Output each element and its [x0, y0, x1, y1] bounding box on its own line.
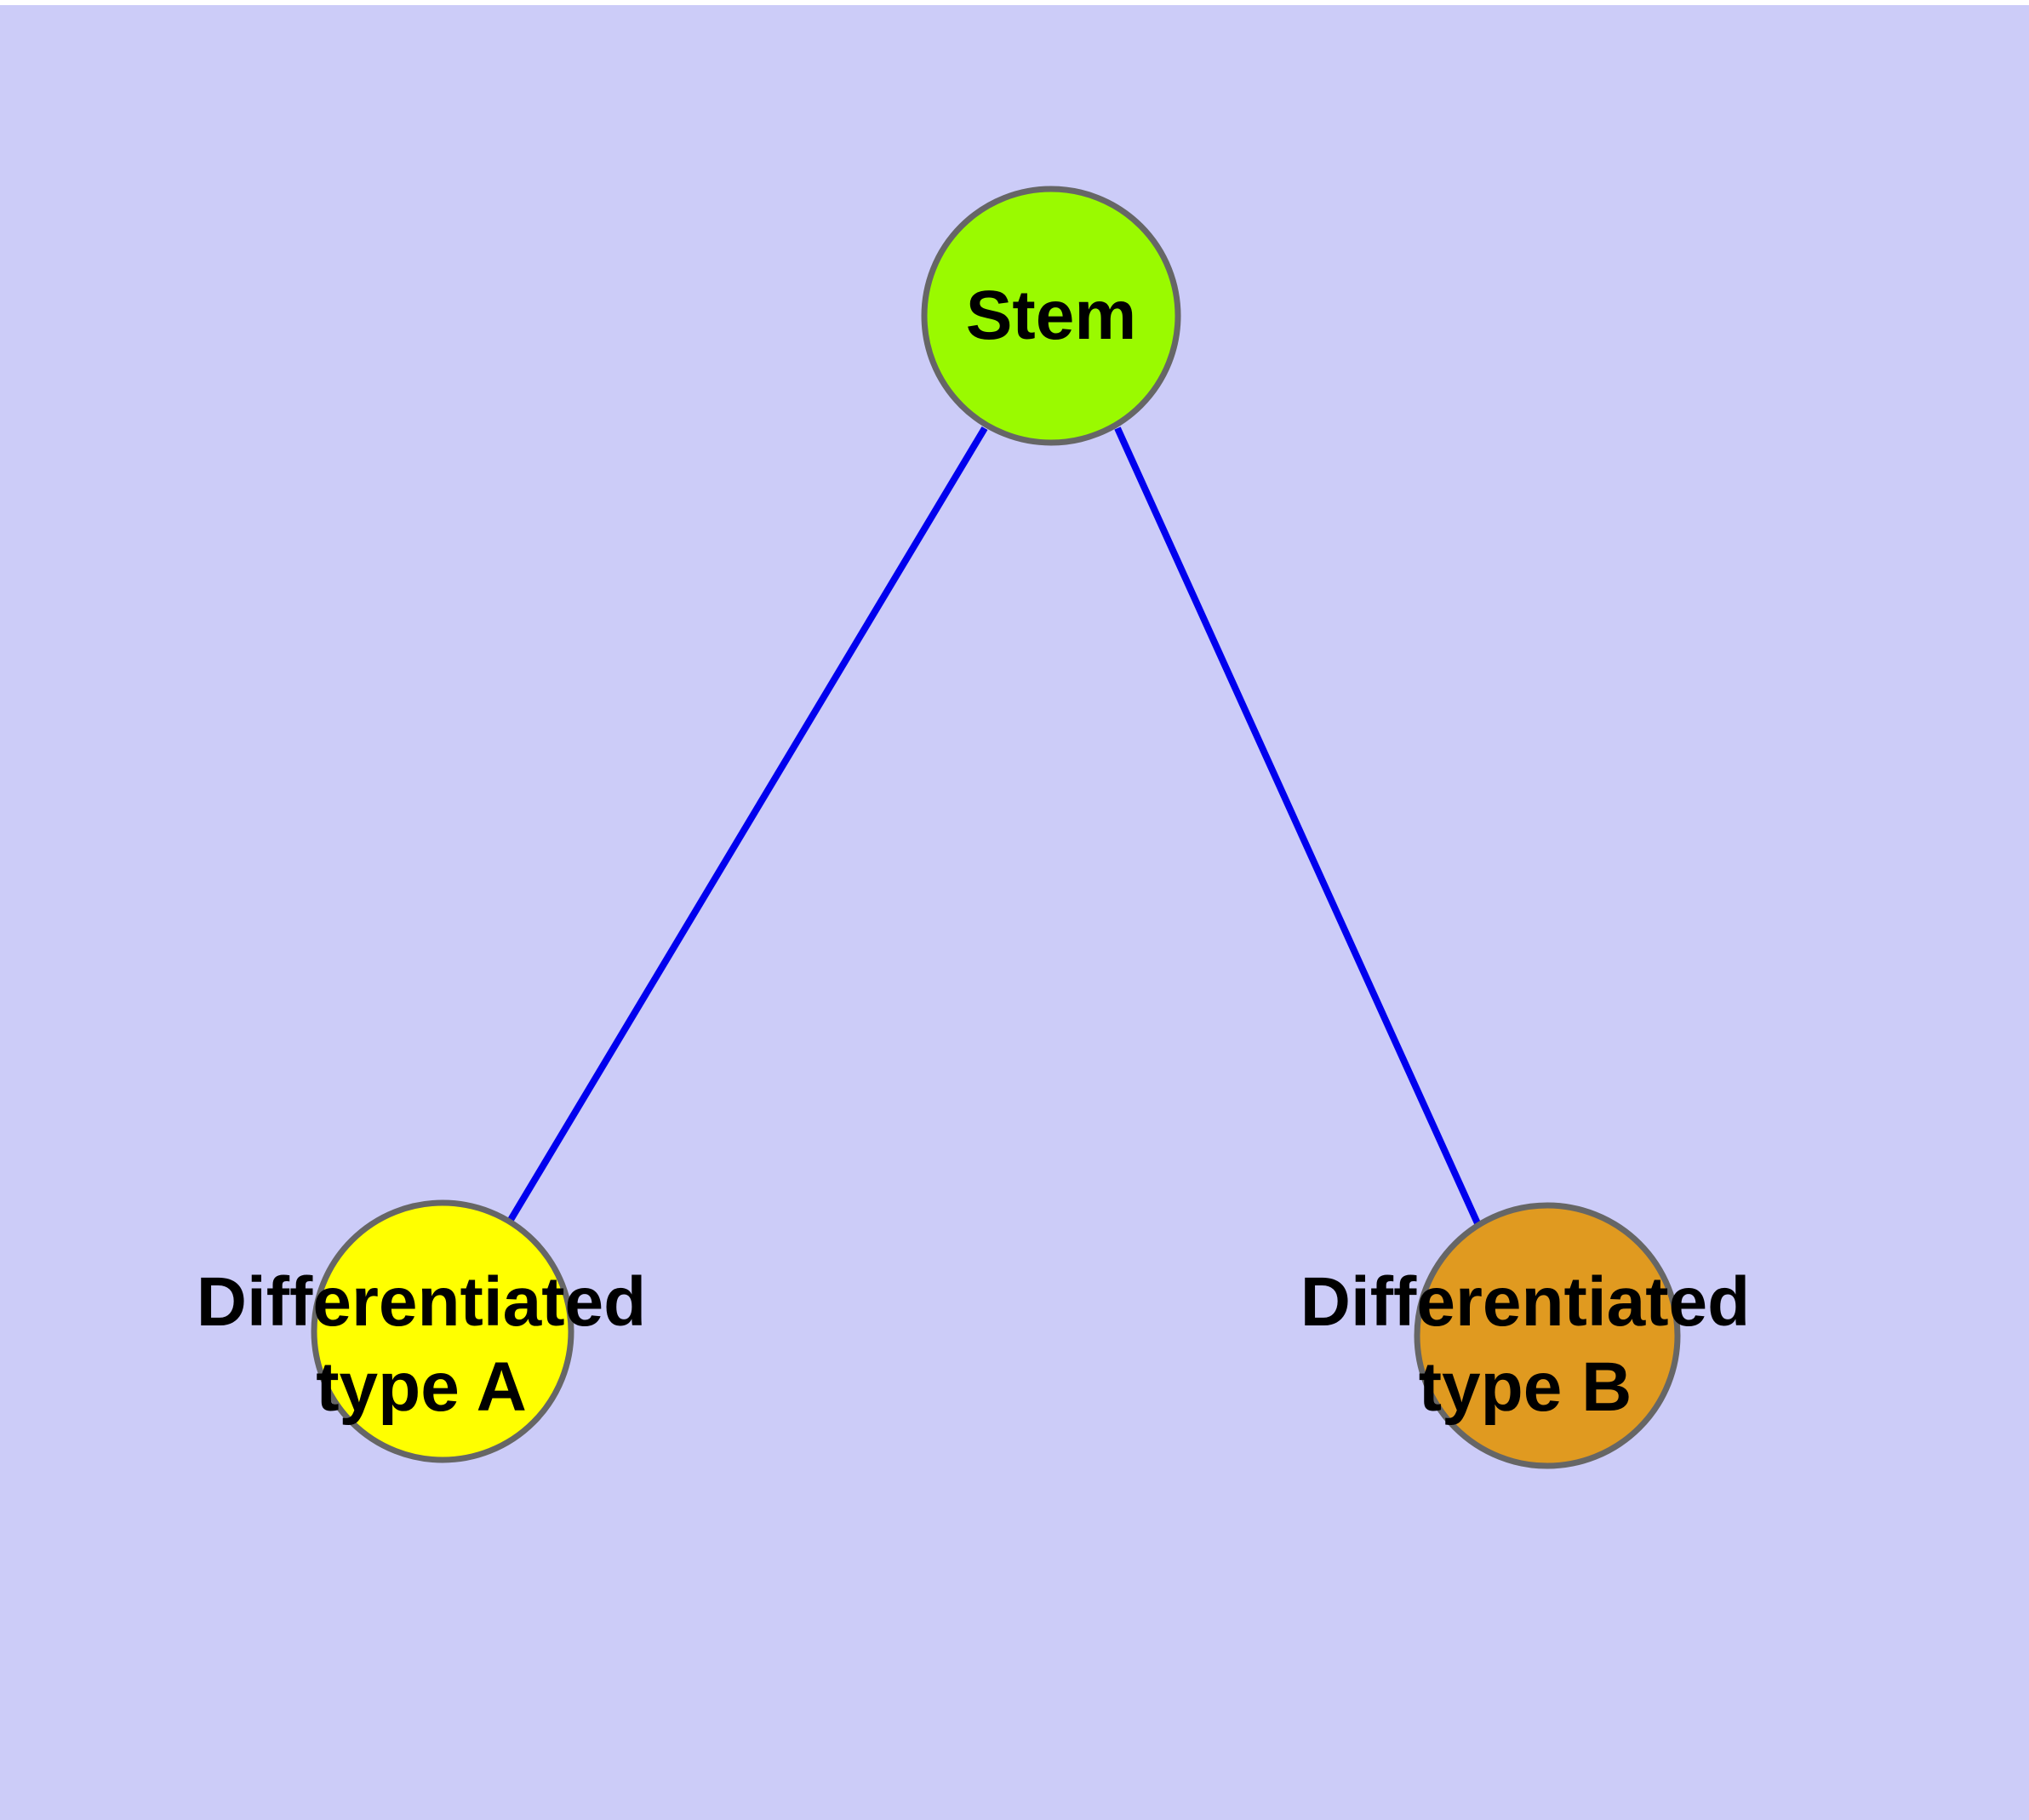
node-differentiated-type-b-label-line1: Differentiated [1300, 1263, 1751, 1341]
node-differentiated-type-a-label-line2: type A [316, 1348, 527, 1426]
node-stem[interactable] [921, 186, 1181, 446]
edge-stem-to-differentiated-type-b[interactable] [1114, 426, 1481, 1225]
node-differentiated-type-a[interactable] [311, 1199, 574, 1463]
node-differentiated-type-b[interactable] [1414, 1202, 1681, 1469]
label-layer: Stem Differentiated type A Differentiate… [197, 277, 1751, 1426]
edge-stem-to-differentiated-type-a[interactable] [507, 426, 988, 1222]
node-differentiated-type-b-circle[interactable] [1414, 1202, 1681, 1469]
edge-layer [507, 426, 1481, 1225]
node-layer [311, 186, 1681, 1469]
node-stem-circle[interactable] [921, 186, 1181, 446]
node-differentiated-type-b-label-line2: type B [1419, 1348, 1632, 1426]
node-differentiated-type-a-circle[interactable] [311, 1199, 574, 1463]
node-stem-label-line1: Stem [966, 277, 1137, 354]
node-differentiated-type-a-label-line1: Differentiated [197, 1263, 647, 1341]
